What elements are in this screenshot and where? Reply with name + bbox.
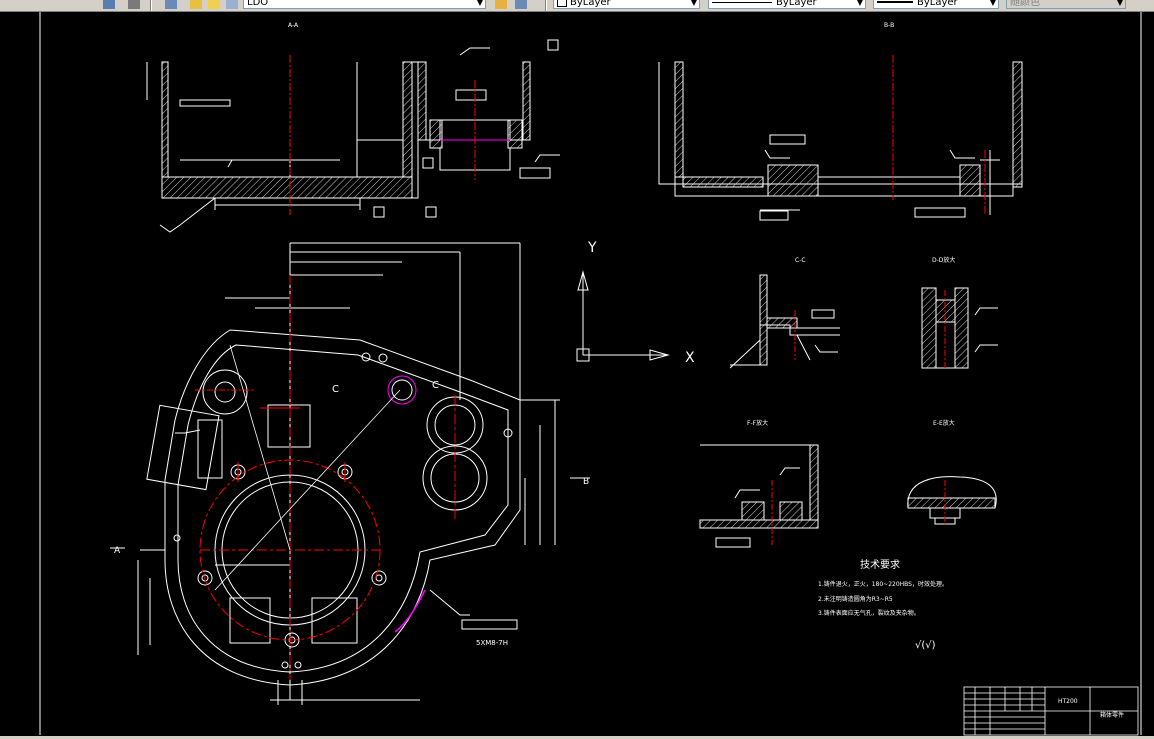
section-a-a: A-A (146, 22, 560, 233)
chevron-down-icon: ▼ (856, 0, 863, 7)
layer-manager-icon[interactable] (103, 0, 115, 9)
detail-f-f: F-F放大 (699, 419, 819, 548)
make-current-icon[interactable] (495, 0, 507, 9)
axis-y-label: Y (587, 240, 597, 256)
color-value: ByLayer (570, 0, 611, 8)
datum-c-label-2: C (432, 380, 439, 391)
layer-dropdown[interactable]: LDO ▼ (243, 0, 486, 9)
ucs-icon: Y X (576, 240, 695, 366)
lineweight-dropdown[interactable]: ByLayer ▼ (873, 0, 999, 9)
section-b-b: B-B (658, 22, 1023, 221)
chevron-down-icon: ▼ (690, 0, 697, 7)
linetype-preview (712, 1, 772, 3)
lineweight-preview (877, 1, 913, 3)
section-cc-title: C-C (795, 257, 806, 264)
layer-value: LDO (247, 0, 269, 8)
leader-diagonal-2 (229, 344, 291, 551)
section-c-c: C-C (729, 257, 840, 369)
lock-icon[interactable] (226, 0, 238, 9)
chevron-down-icon: ▼ (476, 0, 483, 7)
color-swatch-icon (557, 0, 567, 7)
section-bb-title: B-B (884, 22, 894, 29)
section-aa-title: A-A (288, 22, 299, 29)
layer-state-icon[interactable] (165, 0, 177, 9)
title-block-name: 箱体零件 (1100, 711, 1124, 719)
chevron-down-icon: ▼ (989, 0, 996, 7)
plotstyle-value: 随颜色 (1010, 0, 1040, 8)
linetype-dropdown[interactable]: ByLayer ▼ (708, 0, 866, 9)
chevron-down-icon: ▼ (1116, 0, 1123, 7)
lineweight-value: ByLayer (917, 0, 958, 8)
status-strip (0, 736, 1154, 739)
detail-d-title: D-D放大 (932, 256, 955, 264)
technical-requirements: 技术要求 1.铸件退火，正火，180~220HBS，时效处理。 2.未注明铸造圆… (818, 558, 948, 651)
title-block: HT200 箱体零件 (963, 686, 1139, 736)
linetype-value: ByLayer (776, 0, 817, 8)
plotstyle-dropdown[interactable]: 随颜色 ▼ (1006, 0, 1126, 9)
detail-e-title: E-E放大 (933, 419, 955, 427)
datum-a-label: A (114, 546, 121, 556)
thread-callout: 5XM8-7H (476, 639, 508, 647)
tech-note-3: 3.铸件表面应无气孔，裂纹及夹杂物。 (818, 609, 920, 617)
tech-title: 技术要求 (860, 558, 900, 571)
cad-drawing[interactable]: A-A B-B (0, 12, 1154, 739)
toolbar-separator (150, 0, 152, 11)
datum-c-label: C (332, 384, 339, 395)
properties-toolbar: LDO ▼ ByLayer ▼ ByLayer ▼ ByLayer ▼ 随颜色 … (0, 0, 1154, 12)
detail-e: E-E放大 (907, 419, 997, 525)
color-dropdown[interactable]: ByLayer ▼ (553, 0, 700, 9)
datum-b-label: B (583, 477, 589, 487)
main-plan-view (110, 242, 590, 705)
leader-diagonal (214, 389, 401, 591)
title-block-code: HT200 (1058, 698, 1078, 705)
axis-x-label: X (685, 350, 695, 366)
sun-icon[interactable] (208, 0, 220, 9)
layer-prev-icon[interactable] (128, 0, 140, 9)
detail-d: D-D放大 (921, 256, 998, 369)
tech-note-1: 1.铸件退火，正火，180~220HBS，时效处理。 (818, 580, 948, 588)
magenta-arc (394, 589, 426, 633)
toolbar-separator (545, 0, 547, 11)
general-roughness: √(√) (915, 640, 936, 651)
detail-ff-title: F-F放大 (747, 419, 768, 427)
tech-note-2: 2.未注明铸造圆角为R3~R5 (818, 595, 893, 603)
layer-previous-icon[interactable] (515, 0, 527, 9)
lightbulb-icon[interactable] (190, 0, 202, 9)
drawing-canvas[interactable]: A-A B-B (0, 12, 1154, 739)
